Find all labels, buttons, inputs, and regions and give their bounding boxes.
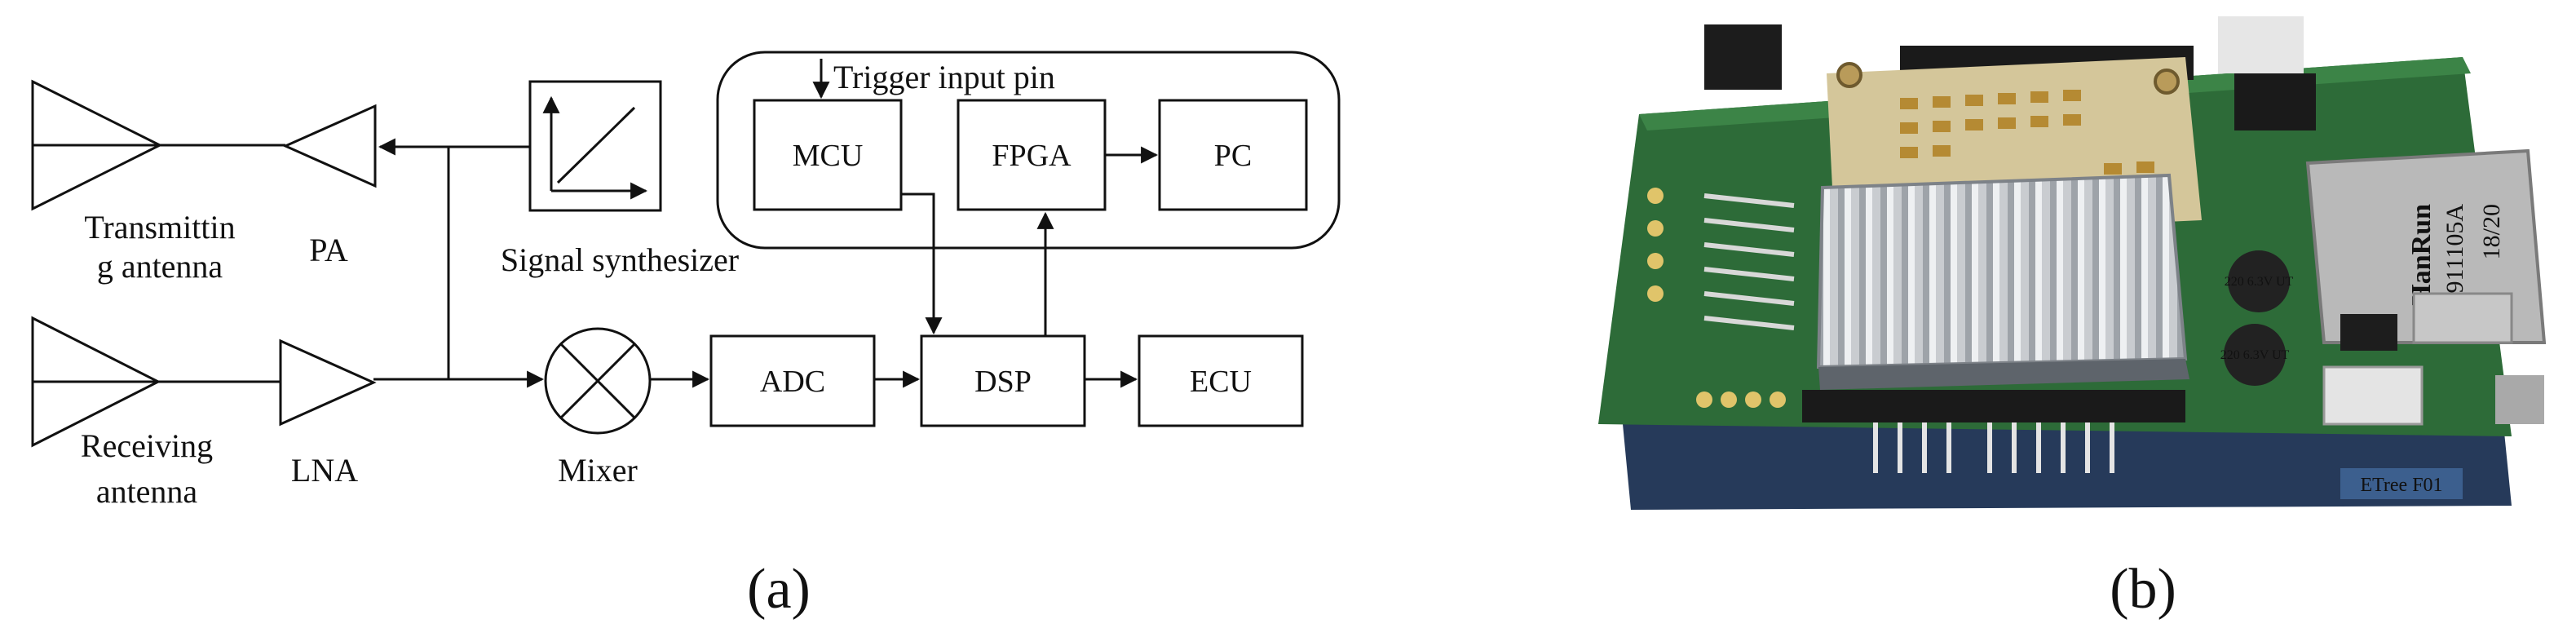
board-label: ETree F01 — [2360, 475, 2442, 496]
block-label-adc: ADC — [760, 365, 825, 399]
antenna-patch-array — [1900, 90, 2154, 175]
heatsink — [1816, 173, 2188, 369]
pa-amplifier-icon — [282, 104, 377, 188]
label-mixer: Mixer — [558, 452, 638, 489]
gold-pads — [1647, 188, 1786, 408]
block-label-fpga: FPGA — [992, 139, 1071, 173]
label-transmitting-antenna-1: Transmittin — [84, 209, 235, 246]
receiving-antenna-icon — [31, 316, 161, 448]
block-label-dsp: DSP — [974, 365, 1032, 399]
block-label-mcu: MCU — [793, 139, 864, 173]
block-label-ecu: ECU — [1190, 365, 1252, 399]
slide-switch — [2322, 365, 2424, 426]
pc-block — [1158, 99, 1308, 211]
label-trigger-input-pin: Trigger input pin — [833, 59, 1055, 95]
top-black-header — [1704, 24, 1782, 90]
adc-block — [709, 334, 876, 427]
caption-b: (b) — [2110, 558, 2176, 621]
label-transmitting-antenna-2: g antenna — [97, 248, 223, 285]
dsp-block — [920, 334, 1086, 427]
jack-brand: HanRun — [2406, 204, 2437, 306]
connection-lines — [158, 59, 1159, 388]
label-lna: LNA — [291, 452, 358, 489]
bottom-pin-header — [1873, 416, 2114, 473]
capacitor-1: 220 6.3V UT — [2225, 250, 2294, 312]
svg-text:220 6.3V UT: 220 6.3V UT — [2220, 348, 2290, 362]
usb-connector — [2412, 292, 2513, 344]
bottom-board — [1623, 424, 2512, 510]
radar-board-photo: ETree F01 — [1598, 16, 2547, 510]
mcu-block — [753, 99, 903, 211]
svg-text:220 6.3V UT: 220 6.3V UT — [2225, 275, 2294, 289]
transmitting-antenna-icon — [31, 79, 163, 211]
block-label-pc: PC — [1214, 139, 1252, 173]
lna-amplifier-icon — [279, 338, 377, 427]
label-signal-synthesizer: Signal synthesizer — [501, 241, 739, 278]
diagram-labels: Transmittin g antenna PA Signal synthesi… — [81, 59, 1252, 621]
capacitor-2: 220 6.3V UT — [2220, 324, 2290, 386]
ecu-block — [1138, 334, 1304, 427]
signal-synthesizer-icon — [528, 80, 662, 212]
mixer-icon — [544, 327, 652, 435]
side-pin-header — [1703, 193, 1795, 330]
block-diagram — [31, 51, 1341, 448]
processing-group-outline — [716, 51, 1341, 250]
label-receiving-antenna-2: antenna — [96, 473, 198, 510]
caption-a: (a) — [747, 558, 811, 621]
label-pa: PA — [309, 232, 348, 268]
jack-date-code: 18/20 — [2478, 204, 2505, 259]
label-receiving-antenna-1: Receiving — [81, 427, 213, 464]
